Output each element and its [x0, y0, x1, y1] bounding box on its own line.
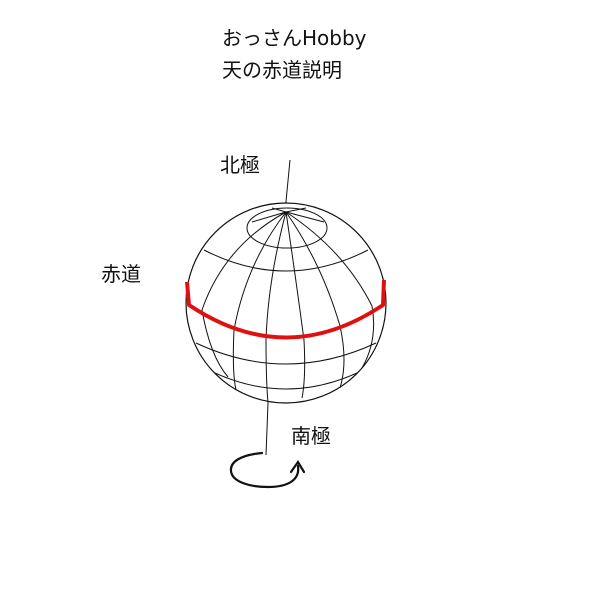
- label-south-pole: 南極: [291, 424, 331, 448]
- title-line-1: おっさんHobby: [222, 26, 367, 50]
- rotation-arrow-icon: [229, 451, 306, 489]
- cap-spoke-1: [251, 211, 287, 223]
- equator-line: [185, 279, 386, 340]
- meridian-6: [285, 211, 375, 369]
- title-line-2: 天の赤道説明: [222, 58, 342, 82]
- cap-spoke-3: [271, 207, 287, 213]
- meridian-1: [201, 211, 287, 378]
- latitude-upper: [203, 249, 369, 272]
- cap-spoke-4: [285, 207, 307, 213]
- latitude-polar-cap: [246, 207, 328, 249]
- meridian-2: [232, 211, 287, 391]
- label-north-pole: 北極: [220, 153, 260, 177]
- graticule: [195, 207, 377, 404]
- axis-bottom: [265, 402, 269, 456]
- cap-spoke-2: [285, 211, 325, 223]
- meridian-4: [285, 211, 306, 399]
- latitude-lower-2: [214, 372, 358, 390]
- globe-outline: [185, 202, 387, 404]
- latitude-lower-1: [195, 342, 377, 365]
- label-equator: 赤道: [101, 262, 141, 286]
- meridian-3: [265, 211, 287, 404]
- meridian-5: [285, 211, 345, 389]
